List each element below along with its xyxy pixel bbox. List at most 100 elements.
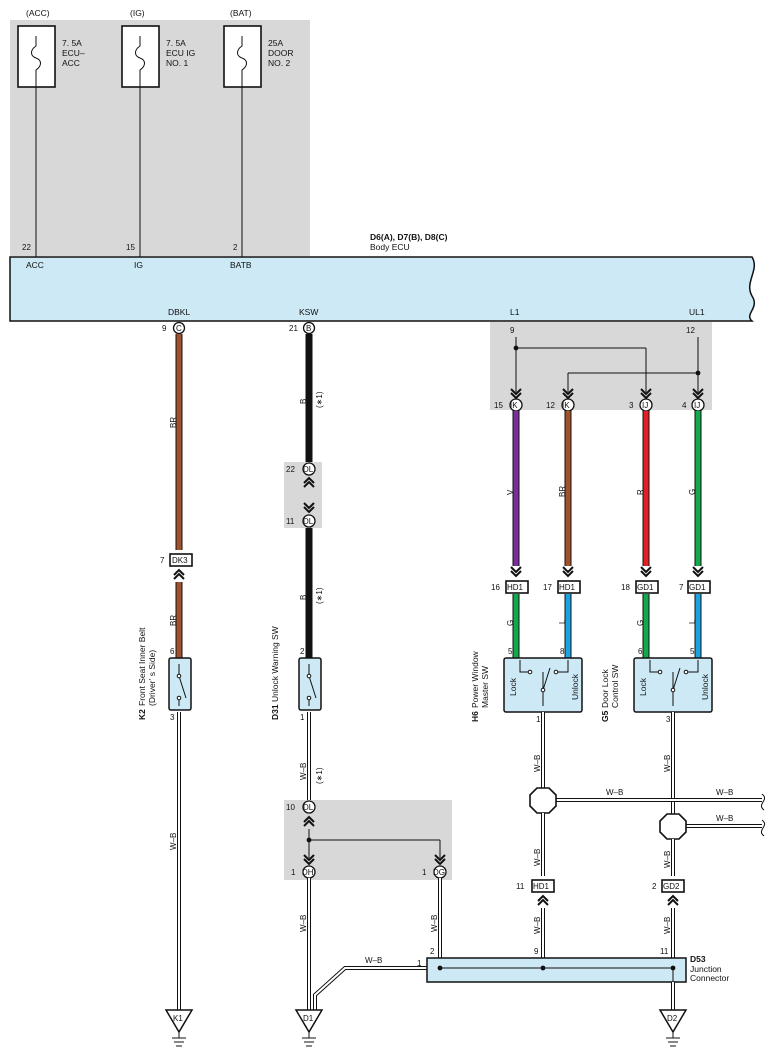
wire-label-br-1: BR	[169, 417, 178, 428]
ground-k1: K1	[173, 1014, 183, 1023]
ecu-connectors-label: D6(A), D7(B), D8(C)	[370, 232, 448, 242]
wire-label-b-1: B	[299, 399, 308, 404]
k2-switch-box	[168, 657, 192, 711]
conn-ik-12: IK	[562, 401, 570, 410]
pin-gd1-18: 18	[621, 583, 630, 592]
pin-g5-3: 3	[666, 715, 671, 724]
wire-label-l-2: L	[688, 619, 697, 624]
h6-label: H6 Power Window Master SW	[470, 650, 490, 722]
svg-text:ECU IG: ECU IG	[166, 48, 195, 58]
fuse-source-bat: (BAT)	[230, 8, 252, 18]
pin-hd1-17: 17	[543, 583, 552, 592]
wire-label-wb-j: W–B	[365, 956, 382, 965]
pin-15: 15	[126, 243, 135, 252]
fuse-ecu-acc: 7. 5A ECU– ACC	[17, 25, 85, 88]
terminal-ksw: KSW	[299, 307, 318, 317]
terminal-acc: ACC	[26, 260, 44, 270]
pin-gd2-2: 2	[652, 882, 657, 891]
pin-l1-9: 9	[510, 326, 515, 335]
d53-line1: Junction	[690, 964, 722, 974]
d53-line2: Connector	[690, 973, 729, 983]
wire-label-wb-d31: W–B	[299, 763, 308, 780]
fuse-ecu-ig: 7. 5A ECU IG NO. 1	[121, 25, 195, 88]
conn-b: B	[306, 324, 311, 333]
wire-label-r: R	[636, 489, 645, 495]
svg-text:K2: K2	[137, 709, 147, 720]
wire-label-g-2: G	[506, 620, 515, 626]
svg-text:Power Window: Power Window	[470, 650, 480, 708]
conn-dk3: DK3	[172, 556, 188, 565]
wire-label-wb-h6: W–B	[533, 755, 542, 772]
conn-dl-22: DL	[303, 465, 314, 474]
pin-ij-3: 3	[629, 401, 634, 410]
pin-d31-2: 2	[300, 647, 305, 656]
pin-k2-3: 3	[170, 713, 175, 722]
ground-d2-symbol	[658, 1009, 688, 1034]
k2-label: K2 Front Seat Inner Belt (Driver’ s Side…	[137, 627, 157, 720]
svg-text:D31: D31	[270, 704, 280, 720]
pin-hd1-11: 11	[516, 882, 525, 891]
g5-label: G5 Door Lock Control SW	[600, 665, 620, 722]
conn-dh: DH	[302, 868, 314, 877]
ecu-name-label: Body ECU	[370, 242, 410, 252]
wire-label-wb-k2: W–B	[169, 833, 178, 850]
svg-text:25A: 25A	[268, 38, 283, 48]
pin-h6-8: 8	[560, 647, 565, 656]
svg-text:(Driver’ s Side): (Driver’ s Side)	[147, 650, 157, 706]
wire-label-wb-gd2: W–B	[663, 917, 672, 934]
splice-g5	[659, 813, 687, 840]
ground-d1: D1	[303, 1014, 314, 1023]
pin-ul1-12: 12	[686, 326, 695, 335]
conn-ij-3: IJ	[642, 401, 648, 410]
wire-label-wb-g5b: W–B	[663, 851, 672, 868]
conn-hd1-17: HD1	[559, 583, 576, 592]
pin-g5-5: 5	[690, 647, 695, 656]
wire-label-star-1: (∗1)	[315, 391, 324, 408]
terminal-dbkl: DBKL	[168, 307, 190, 317]
dl-connector-area	[284, 462, 322, 528]
fuse-source-acc: (ACC)	[26, 8, 50, 18]
terminal-ig: IG	[134, 260, 143, 270]
d31-switch-box	[298, 657, 322, 711]
pin-9-c: 9	[162, 324, 167, 333]
svg-text:DOOR: DOOR	[268, 48, 294, 58]
ground-d1-symbol	[294, 1009, 324, 1034]
wire-label-wb-s2: W–B	[716, 814, 733, 823]
terminal-ul1: UL1	[689, 307, 705, 317]
conn-gd1-18: GD1	[637, 583, 654, 592]
svg-text:7. 5A: 7. 5A	[166, 38, 186, 48]
svg-text:7. 5A: 7. 5A	[62, 38, 82, 48]
conn-ij-4: IJ	[694, 401, 700, 410]
d53-junction-box	[426, 957, 687, 983]
svg-text:Unlock Warning SW: Unlock Warning SW	[270, 626, 280, 702]
d53-id: D53	[690, 954, 706, 964]
pin-d53-1: 1	[417, 959, 422, 968]
h6-lock-label: Lock	[508, 677, 518, 696]
pin-dl-10: 10	[286, 803, 295, 812]
wire-label-wb-g5: W–B	[663, 755, 672, 772]
pin-d31-1: 1	[300, 713, 305, 722]
wire-label-star-2: (∗1)	[315, 587, 324, 604]
conn-gd2: GD2	[663, 882, 680, 891]
conn-hd1-11: HD1	[533, 882, 550, 891]
svg-text:Front Seat Inner Belt: Front Seat Inner Belt	[137, 627, 147, 706]
fuse-source-ig: (IG)	[130, 8, 145, 18]
terminal-l1: L1	[510, 307, 520, 317]
ground-k1-symbol	[164, 1009, 194, 1034]
wire-label-br-3: BR	[558, 486, 567, 497]
wire-label-g-3: G	[636, 620, 645, 626]
wire-label-wb-h6b: W–B	[533, 849, 542, 866]
pin-h6-5: 5	[508, 647, 513, 656]
pin-22: 22	[22, 243, 31, 252]
wire-label-br-2: BR	[169, 615, 178, 626]
conn-hd1-16: HD1	[507, 583, 524, 592]
g5-lock-label: Lock	[638, 677, 648, 696]
svg-text:G5: G5	[600, 710, 610, 722]
svg-text:ACC: ACC	[62, 58, 80, 68]
wire-label-wb-hd1: W–B	[533, 917, 542, 934]
pin-h6-1: 1	[536, 715, 541, 724]
wire-label-wb-dg: W–B	[430, 915, 439, 932]
g5-unlock-label: Unlock	[700, 673, 710, 700]
pin-dl-22: 22	[286, 465, 295, 474]
